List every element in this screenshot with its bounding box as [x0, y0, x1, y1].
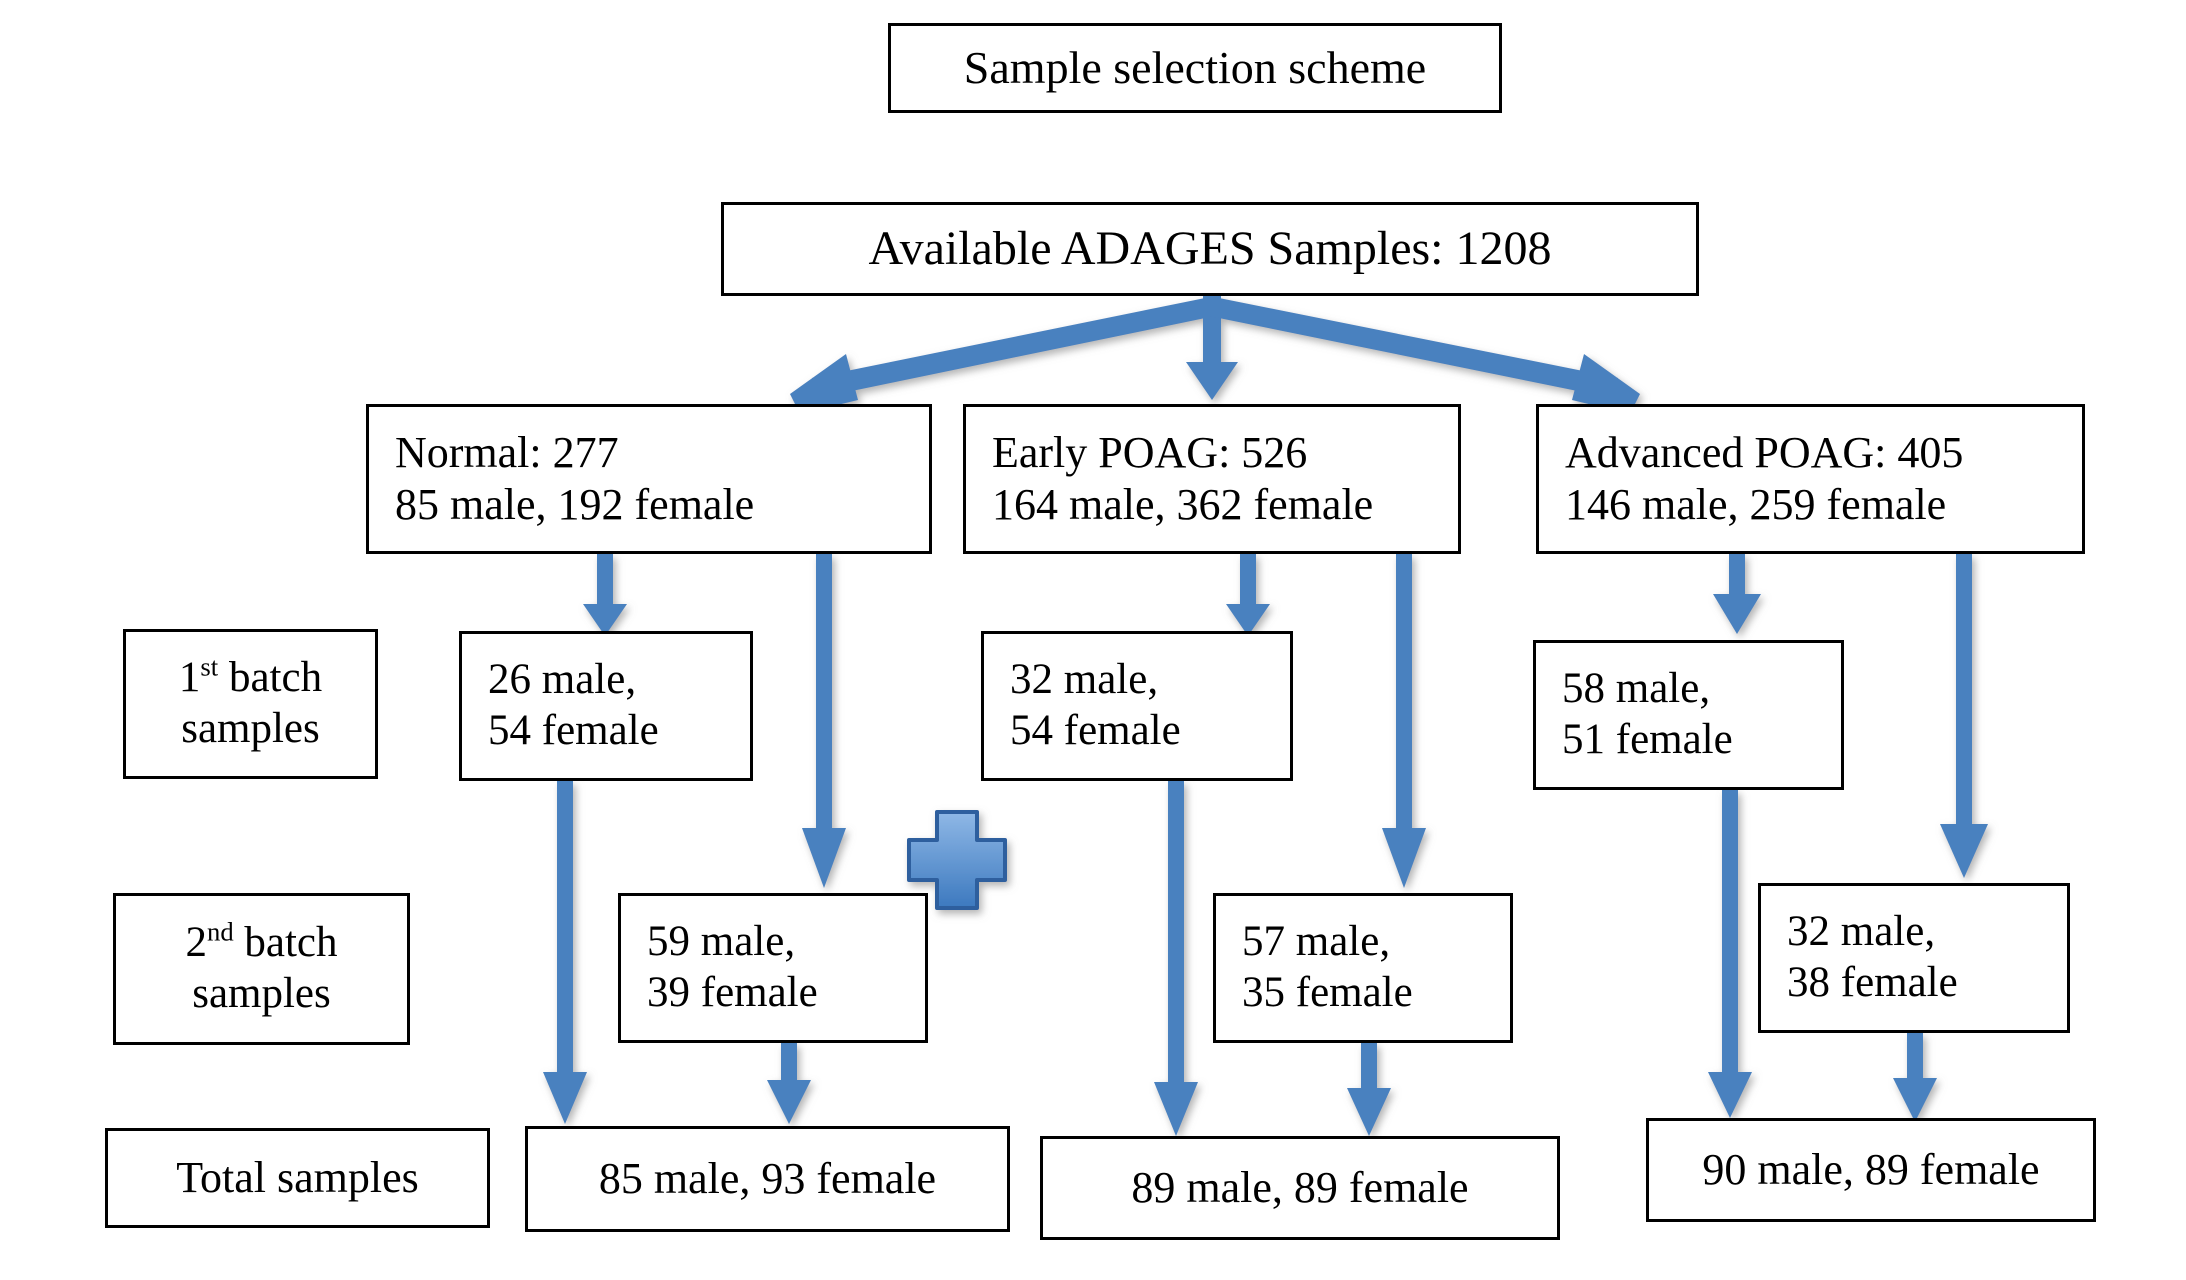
cell-normal-total: 85 male, 93 female — [525, 1126, 1010, 1232]
arrow-advanced-to-batch1 — [1713, 554, 1761, 634]
group-header-advanced-poag-line1: Advanced POAG: 405 — [1565, 428, 1964, 478]
cell-advanced-poag-batch1-line2: 51 female — [1562, 716, 1733, 763]
cell-advanced-poag-total: 90 male, 89 female — [1646, 1118, 2096, 1222]
cell-early-poag-batch1-line1: 32 male, — [1010, 656, 1159, 704]
row-label-total-text: Total samples — [176, 1153, 419, 1203]
cell-advanced-poag-batch1-line1: 58 male, — [1562, 665, 1711, 713]
row-label-batch2-line1: 2nd batch — [185, 916, 338, 967]
group-header-early-poag-line2: 164 male, 362 female — [992, 480, 1374, 529]
cell-normal-batch2: 59 male, 39 female — [618, 893, 928, 1043]
row-label-batch2: 2nd batch samples — [113, 893, 410, 1045]
arrow-advanced-batch1-to-total — [1708, 790, 1752, 1118]
row-label-total: Total samples — [105, 1128, 490, 1228]
cell-advanced-poag-total-text: 90 male, 89 female — [1702, 1145, 2040, 1195]
arrow-normal-batch1-to-total — [543, 781, 587, 1124]
group-header-normal-line1: Normal: 277 — [395, 428, 619, 478]
cell-early-poag-total: 89 male, 89 female — [1040, 1136, 1560, 1240]
row-label-batch1-line2: samples — [181, 705, 320, 752]
cell-normal-batch1: 26 male, 54 female — [459, 631, 753, 781]
arrow-normal-to-batch2 — [802, 554, 846, 888]
cell-advanced-poag-batch2-line2: 38 female — [1787, 959, 1958, 1006]
group-header-early-poag: Early POAG: 526 164 male, 362 female — [963, 404, 1461, 554]
arrow-early-batch2-to-total — [1347, 1043, 1391, 1136]
arrow-advanced-to-batch2 — [1940, 554, 1988, 878]
cell-advanced-poag-batch1: 58 male, 51 female — [1533, 640, 1844, 790]
arrow-source-to-advanced-poag — [1209, 296, 1640, 414]
cell-normal-total-text: 85 male, 93 female — [598, 1154, 937, 1204]
cell-normal-batch1-line1: 26 male, — [488, 656, 637, 704]
arrow-source-to-early-poag — [1186, 296, 1238, 400]
group-header-advanced-poag-line2: 146 male, 259 female — [1565, 480, 1947, 529]
arrow-normal-batch2-to-total — [767, 1043, 811, 1124]
row-label-batch1: 1st batch samples — [123, 629, 378, 779]
arrow-early-to-batch1 — [1226, 554, 1270, 636]
arrow-normal-to-batch1 — [583, 554, 627, 636]
group-header-normal-line2: 85 male, 192 female — [395, 480, 755, 529]
arrow-early-batch1-to-total — [1154, 781, 1198, 1136]
group-header-advanced-poag: Advanced POAG: 405 146 male, 259 female — [1536, 404, 2085, 554]
cell-early-poag-batch2: 57 male, 35 female — [1213, 893, 1513, 1043]
cell-early-poag-total-text: 89 male, 89 female — [1131, 1163, 1469, 1213]
row-label-batch1-line1: 1st batch — [178, 651, 323, 702]
cell-early-poag-batch1-line2: 54 female — [1010, 707, 1181, 754]
source-text: Available ADAGES Samples: 1208 — [868, 221, 1552, 275]
cell-normal-batch1-line2: 54 female — [488, 707, 659, 754]
page-title-text: Sample selection scheme — [963, 41, 1427, 93]
source-box: Available ADAGES Samples: 1208 — [721, 202, 1699, 296]
cell-early-poag-batch1: 32 male, 54 female — [981, 631, 1293, 781]
arrow-source-to-normal — [790, 296, 1215, 414]
arrow-advanced-batch2-to-total — [1893, 1033, 1937, 1122]
arrow-early-to-batch2 — [1382, 554, 1426, 888]
cell-normal-batch2-line2: 39 female — [647, 969, 818, 1016]
cell-early-poag-batch2-line2: 35 female — [1242, 969, 1413, 1016]
cell-advanced-poag-batch2-line1: 32 male, — [1787, 908, 1936, 956]
cell-normal-batch2-line1: 59 male, — [647, 918, 796, 966]
group-header-normal: Normal: 277 85 male, 192 female — [366, 404, 932, 554]
cell-advanced-poag-batch2: 32 male, 38 female — [1758, 883, 2070, 1033]
cell-early-poag-batch2-line1: 57 male, — [1242, 918, 1391, 966]
page-title: Sample selection scheme — [888, 23, 1502, 113]
group-header-early-poag-line1: Early POAG: 526 — [992, 428, 1308, 478]
row-label-batch2-line2: samples — [192, 970, 331, 1017]
